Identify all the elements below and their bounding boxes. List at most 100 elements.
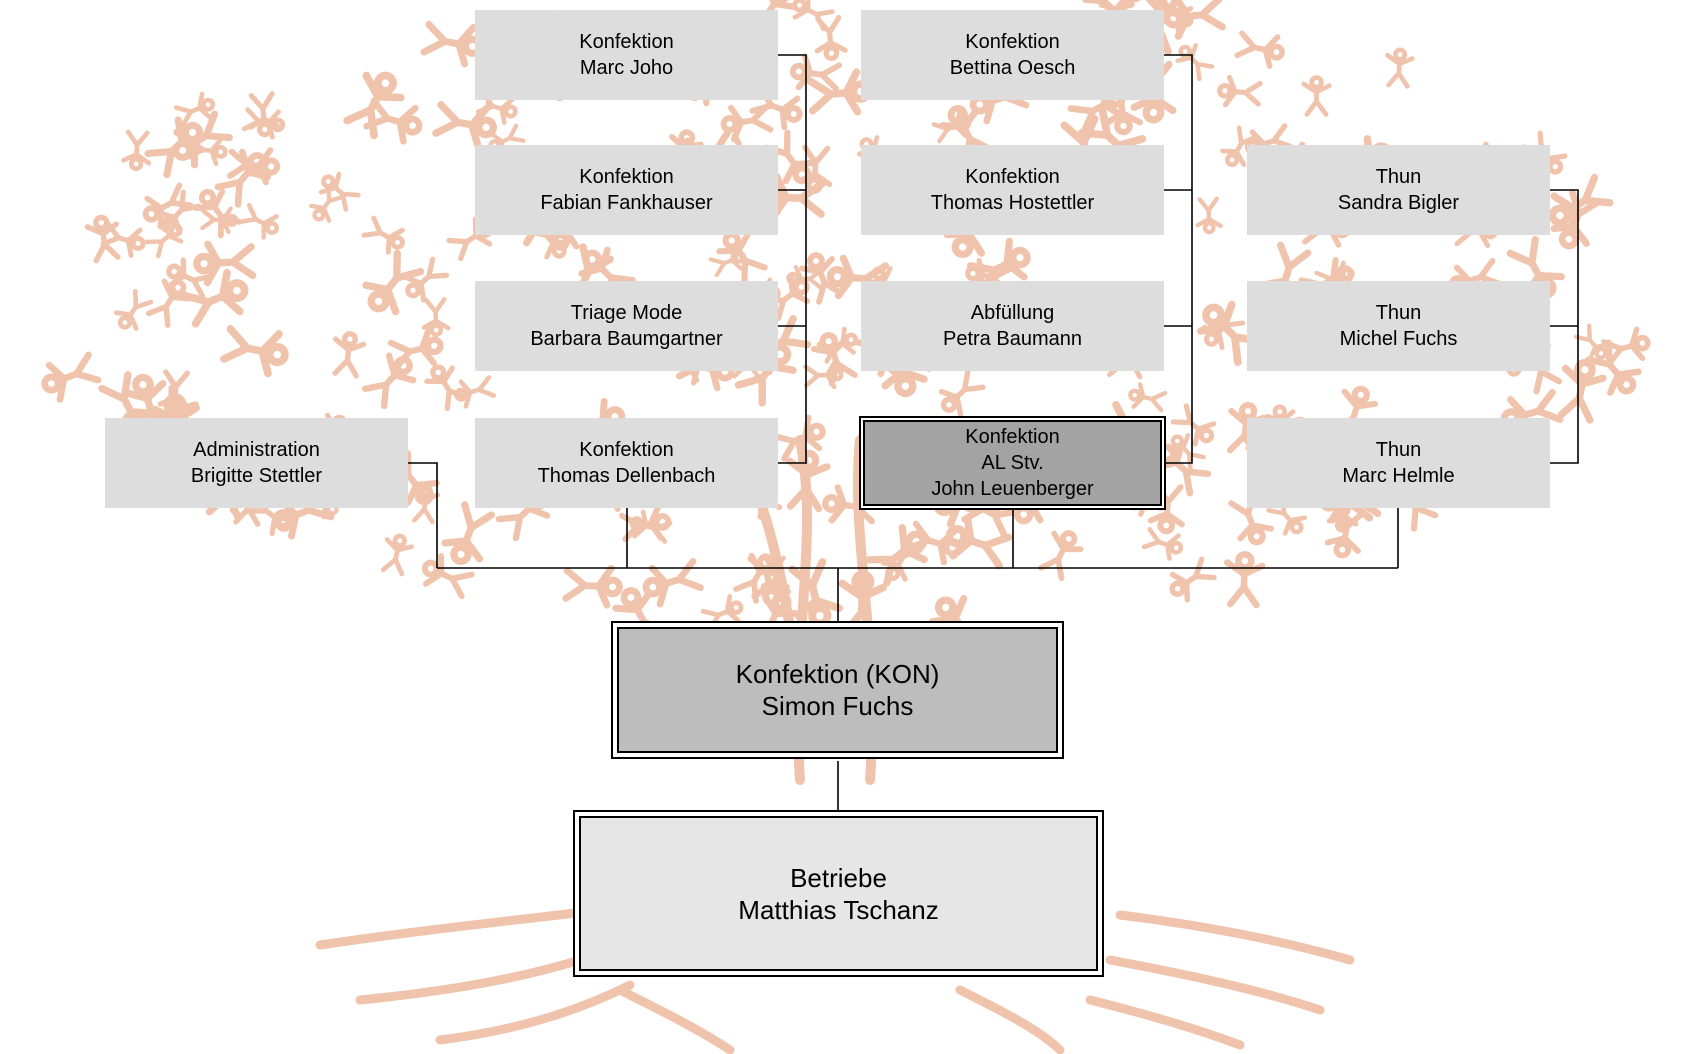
node-triage-barbara-baumgartner[interactable]: Triage Mode Barbara Baumgartner xyxy=(475,281,778,371)
figure-body xyxy=(1234,30,1281,69)
node-unit-label: Triage Mode xyxy=(570,302,683,324)
figure-body xyxy=(1167,433,1206,472)
node-konfektion-marc-joho[interactable]: Konfektion Marc Joho xyxy=(475,10,778,100)
dancing-figure xyxy=(1228,491,1274,546)
node-konfektion-thomas-hostettler[interactable]: Konfektion Thomas Hostettler xyxy=(861,145,1164,235)
dancing-figure xyxy=(421,297,451,337)
figure-body xyxy=(1173,0,1226,40)
figure-body xyxy=(403,256,450,303)
node-thun-sandra-bigler[interactable]: Thun Sandra Bigler xyxy=(1247,145,1550,235)
dancing-figure xyxy=(332,331,367,379)
dancing-figure xyxy=(642,557,704,608)
node-unit-label: Konfektion (KON) xyxy=(735,659,940,689)
figure-body xyxy=(733,552,780,604)
node-betriebe-matthias-tschanz[interactable]: Betriebe Matthias Tschanz xyxy=(573,810,1104,977)
figure-body xyxy=(203,240,257,287)
dancing-figure xyxy=(1103,80,1143,136)
node-thun-marc-helmle[interactable]: Thun Marc Helmle xyxy=(1247,418,1550,508)
figure-body xyxy=(332,336,367,379)
figure-body xyxy=(880,536,923,582)
dancing-figure xyxy=(1266,495,1308,536)
node-konfektion-fabian-fankhauser[interactable]: Konfektion Fabian Fankhauser xyxy=(475,145,778,235)
dancing-figure xyxy=(121,373,175,439)
node-unit-label: Konfektion xyxy=(579,31,674,53)
figure-body xyxy=(1103,80,1143,127)
dancing-figure xyxy=(945,515,1013,570)
figure-body xyxy=(1228,491,1274,542)
node-konfektion-thomas-dellenbach[interactable]: Konfektion Thomas Dellenbach xyxy=(475,418,778,508)
figure-body xyxy=(619,503,664,542)
dancing-figure xyxy=(1167,433,1206,472)
figure-body xyxy=(421,297,451,331)
dancing-figure xyxy=(387,326,444,371)
figure-body xyxy=(938,368,986,417)
dancing-figure xyxy=(792,0,835,32)
figure-body xyxy=(146,278,192,328)
figure-body xyxy=(768,173,826,222)
figure-body xyxy=(966,237,1028,296)
dancing-figure xyxy=(619,503,672,542)
figure-body xyxy=(1147,482,1185,528)
dancing-figure xyxy=(708,245,747,278)
node-abfuellung-petra-baumann[interactable]: Abfüllung Petra Baumann xyxy=(861,281,1164,371)
node-person-name: Brigitte Stettler xyxy=(190,465,323,487)
figure-body xyxy=(795,53,843,92)
dancing-figure xyxy=(1170,403,1217,447)
dancing-figure xyxy=(475,91,518,125)
figure-body xyxy=(1170,403,1217,447)
node-person-name: Fabian Fankhauser xyxy=(540,192,713,214)
figure-body xyxy=(1301,81,1332,117)
dancing-figure xyxy=(380,533,414,577)
dancing-figure xyxy=(343,71,405,140)
dancing-figure xyxy=(173,91,216,128)
figure-body xyxy=(1175,43,1215,82)
dancing-figure xyxy=(193,240,257,287)
node-role-label: AL Stv. xyxy=(981,452,1044,474)
dancing-figure xyxy=(41,351,102,403)
node-unit-label: Thun xyxy=(1375,439,1422,461)
figure-body xyxy=(799,256,844,305)
dancing-figure xyxy=(1169,556,1217,603)
figure-body xyxy=(1153,440,1212,497)
dancing-figure xyxy=(1196,300,1264,367)
node-unit-label: Betriebe xyxy=(790,862,887,893)
dancing-figure xyxy=(1128,382,1168,413)
node-konfektion-john-leuenberger[interactable]: Konfektion AL Stv. John Leuenberger xyxy=(859,416,1166,510)
node-unit-label: Abfüllung xyxy=(970,302,1055,324)
figure-body xyxy=(241,107,281,140)
node-administration-brigitte-stettler[interactable]: Administration Brigitte Stettler xyxy=(105,418,408,508)
dancing-figure xyxy=(363,97,423,145)
figure-body xyxy=(806,68,862,116)
dancing-figure xyxy=(432,101,497,150)
figure-body xyxy=(121,380,175,439)
dancing-figure xyxy=(424,364,469,412)
figure-body xyxy=(1220,125,1259,168)
figure-body xyxy=(762,273,811,322)
node-unit-label: Konfektion xyxy=(965,426,1060,448)
figure-body xyxy=(648,557,704,608)
node-konfektion-bettina-oesch[interactable]: Konfektion Bettina Oesch xyxy=(861,10,1164,100)
figure-body xyxy=(318,171,361,212)
figure-body xyxy=(834,254,889,300)
node-thun-michel-fuchs[interactable]: Thun Michel Fuchs xyxy=(1247,281,1550,371)
figure-body xyxy=(749,85,801,131)
figure-body xyxy=(1195,196,1223,229)
figure-body xyxy=(1324,505,1365,554)
figure-body xyxy=(173,91,213,128)
dancing-figure xyxy=(403,256,450,303)
dancing-figure xyxy=(743,0,797,40)
dancing-figure xyxy=(1163,0,1226,40)
dancing-figure xyxy=(1141,527,1184,561)
dancing-figure xyxy=(1195,196,1223,235)
dancing-figure xyxy=(146,278,192,328)
dancing-figure xyxy=(880,536,923,582)
figure-body xyxy=(1131,382,1168,413)
node-person-name: Simon Fuchs xyxy=(761,691,914,721)
figure-body xyxy=(708,245,744,278)
node-konfektion-kon-simon-fuchs[interactable]: Konfektion (KON) Simon Fuchs xyxy=(611,621,1064,759)
dancing-figure xyxy=(121,129,152,172)
dancing-figure xyxy=(114,288,154,331)
figure-body xyxy=(226,147,274,186)
dancing-figure xyxy=(1585,339,1642,396)
